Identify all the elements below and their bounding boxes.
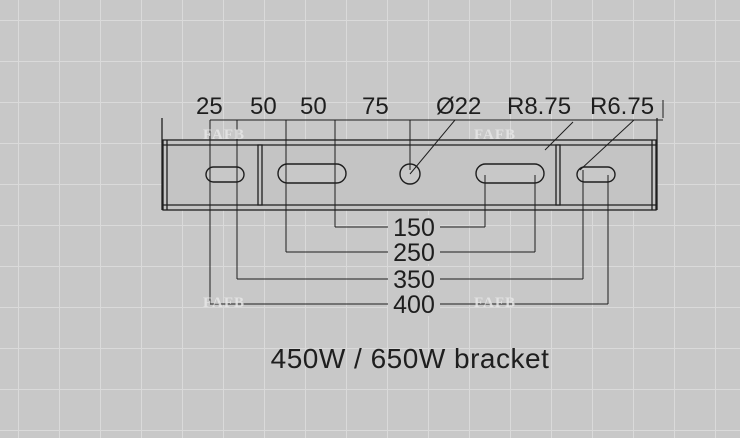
span-label-400: 400 — [393, 291, 435, 319]
dim-label-diameter-22: Ø22 — [436, 93, 481, 120]
leader-r8-75 — [544, 121, 574, 151]
slot-right-long — [475, 163, 545, 184]
span-label-bg-400 — [388, 292, 440, 316]
dim-label-75: 75 — [362, 93, 389, 120]
slot-left-long — [277, 163, 347, 184]
dim-label-r8-75: R8.75 — [507, 93, 571, 120]
top-dimension-labels: 25 50 50 75 Ø22 R8.75 R6.75 — [196, 93, 654, 120]
span-label-bg-350 — [388, 267, 440, 291]
watermark-top-right: FAFB — [474, 127, 516, 143]
watermarks: FAFB FAFB FAFB FAFB — [203, 127, 516, 311]
watermark-bottom-right: FAFB — [474, 295, 516, 311]
span-label-250: 250 — [393, 239, 435, 267]
slot-right-small — [576, 166, 616, 183]
dim-label-r6-75: R6.75 — [590, 93, 654, 120]
leader-r6-75 — [579, 119, 635, 171]
watermark-top-left: FAFB — [203, 127, 245, 143]
dim-label-50-b: 50 — [300, 93, 327, 120]
span-dimension-labels: 150 250 350 400 — [393, 214, 435, 319]
dimension-lines — [209, 100, 664, 305]
bracket-caption: 450W / 650W bracket — [271, 343, 550, 374]
dim-label-25: 25 — [196, 93, 223, 120]
span-label-bg-150 — [388, 215, 440, 239]
bracket-section-divider-right — [555, 144, 561, 206]
span-label-bg-250 — [388, 240, 440, 264]
dim-label-50-a: 50 — [250, 93, 277, 120]
slot-left-small — [205, 166, 245, 183]
span-label-350: 350 — [393, 266, 435, 294]
watermark-bottom-left: FAFB — [203, 295, 245, 311]
span-label-150: 150 — [393, 214, 435, 242]
bracket-section-divider-left — [257, 144, 263, 206]
leader-diameter-22 — [409, 119, 456, 175]
span-label-backgrounds — [388, 215, 440, 316]
